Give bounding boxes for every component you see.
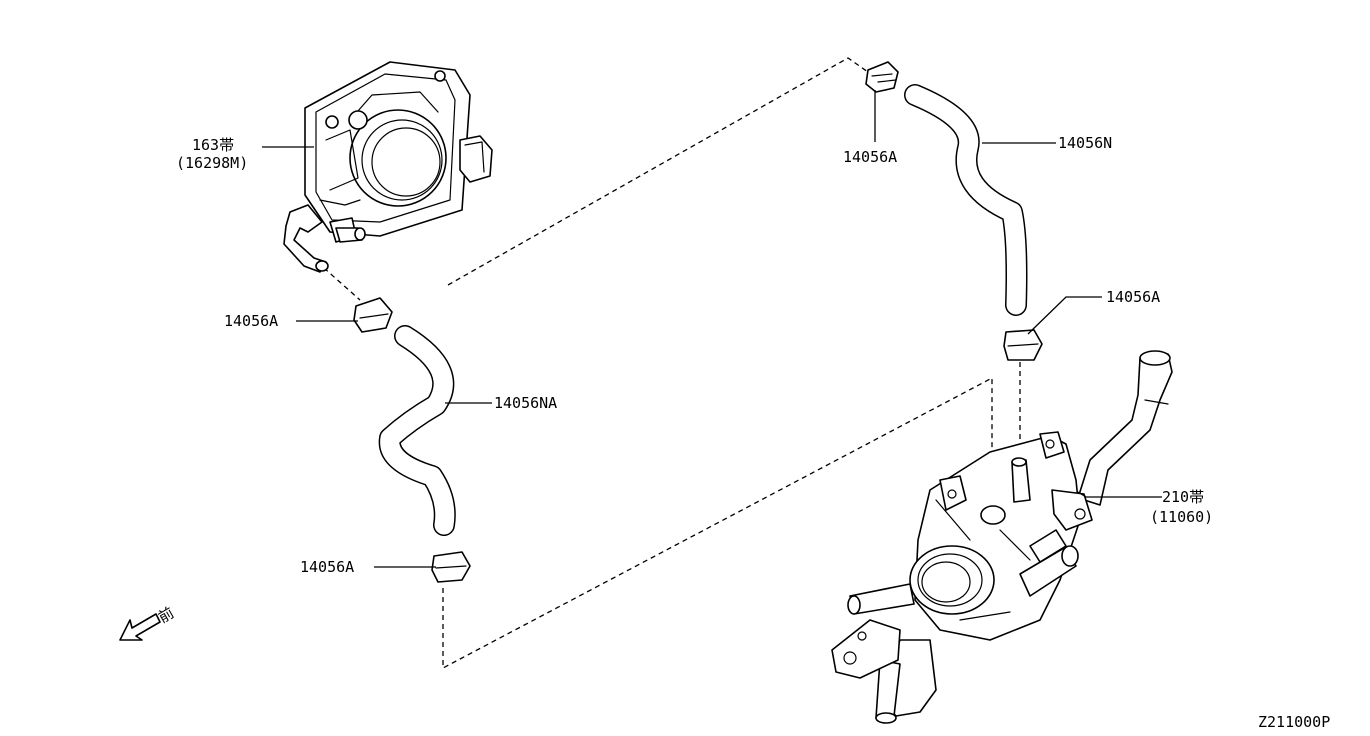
label-clamp-top: 14056A <box>843 148 897 166</box>
hose-14056n[interactable] <box>904 84 1028 316</box>
label-clamp-right: 14056A <box>1106 288 1160 306</box>
label-diagram-code: Z211000P <box>1258 713 1330 731</box>
label-clamp-left-lower: 14056A <box>300 558 354 576</box>
throttle-body[interactable] <box>283 61 493 273</box>
hose-14056na[interactable] <box>378 325 456 536</box>
routing-dashed-lines <box>323 57 1021 670</box>
label-clamp-left-upper: 14056A <box>224 312 278 330</box>
part-labels: 163帯 (16298M) 14056A 14056N 14056A 14056… <box>176 134 1330 731</box>
label-hose-left: 14056NA <box>494 394 557 412</box>
clamp-left-lower[interactable] <box>431 551 471 583</box>
clamp-right[interactable] <box>1003 329 1043 361</box>
label-water-outlet-part: (11060) <box>1150 508 1213 526</box>
water-outlet-housing[interactable] <box>831 350 1173 724</box>
front-direction-arrow: 前 <box>119 604 177 641</box>
label-hose-upper: 14056N <box>1058 134 1112 152</box>
label-water-outlet-ref: 210帯 <box>1162 488 1204 506</box>
label-throttle-body-ref: 163帯 <box>192 136 234 154</box>
clamp-left-upper[interactable] <box>353 297 393 333</box>
label-throttle-body-part: (16298M) <box>176 154 248 172</box>
clamp-top[interactable] <box>865 61 899 93</box>
leader-lines <box>262 90 1162 568</box>
